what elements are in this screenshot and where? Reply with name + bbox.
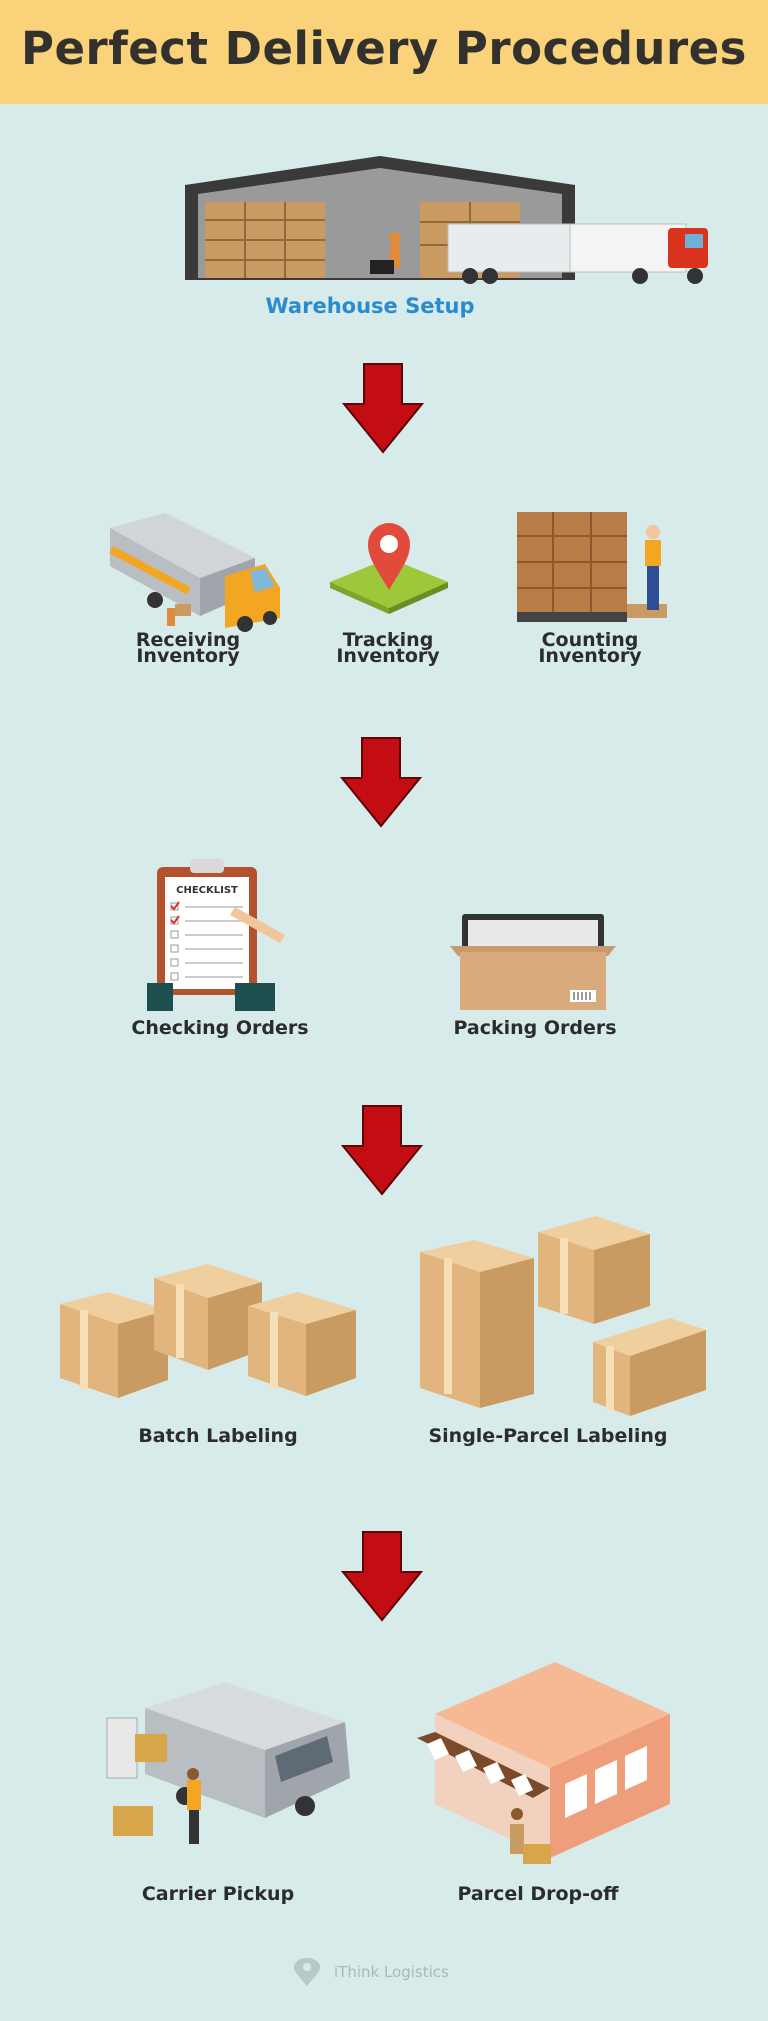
batch-labeling-label: Batch Labeling xyxy=(138,1425,298,1447)
footer-logo: iThink Logistics xyxy=(288,1958,488,1988)
footer-brand-text: iThink Logistics xyxy=(334,1963,449,1981)
store-front-illustration xyxy=(417,1662,670,1864)
counting-inventory-label: Counting Inventory xyxy=(520,629,660,667)
stacked-boxes-worker-illustration xyxy=(517,512,667,622)
receiving-inventory-label: Receiving Inventory xyxy=(118,629,258,667)
checklist-clipboard-illustration: CHECKLIST xyxy=(147,859,285,1011)
warehouse-illustration xyxy=(185,156,708,284)
open-box-illustration xyxy=(450,914,616,1010)
receiving-label-line1: Receiving xyxy=(135,629,241,651)
map-pin-icon xyxy=(330,523,448,614)
header-banner: Perfect Delivery Procedures xyxy=(0,0,768,104)
page-title: Perfect Delivery Procedures xyxy=(21,22,747,75)
tracking-inventory-label: Tracking Inventory xyxy=(318,629,458,667)
down-arrow-icon xyxy=(341,1531,423,1622)
single-parcel-labeling-label: Single-Parcel Labeling xyxy=(428,1425,668,1447)
down-arrow-icon xyxy=(341,1105,423,1196)
warehouse-setup-label: Warehouse Setup xyxy=(265,294,475,318)
batch-boxes-illustration xyxy=(60,1264,356,1398)
checking-orders-label: Checking Orders xyxy=(131,1017,309,1039)
carrier-pickup-label: Carrier Pickup xyxy=(141,1883,295,1905)
down-arrow-icon xyxy=(340,737,422,828)
receiving-label-line2: Inventory xyxy=(136,645,240,667)
parcel-drop-off-label: Parcel Drop-off xyxy=(457,1883,619,1905)
tracking-label-line1: Tracking xyxy=(342,629,434,651)
delivery-van-illustration xyxy=(106,1682,350,1844)
location-pin-logo-icon xyxy=(294,1958,320,1986)
counting-label-line1: Counting xyxy=(541,629,639,651)
single-parcel-boxes-illustration xyxy=(420,1216,706,1416)
packing-orders-label: Packing Orders xyxy=(453,1017,617,1039)
counting-label-line2: Inventory xyxy=(538,645,642,667)
tracking-label-line2: Inventory xyxy=(336,645,440,667)
delivery-truck-illustration xyxy=(109,513,280,632)
checklist-text: CHECKLIST xyxy=(176,885,238,896)
down-arrow-icon xyxy=(342,363,424,454)
